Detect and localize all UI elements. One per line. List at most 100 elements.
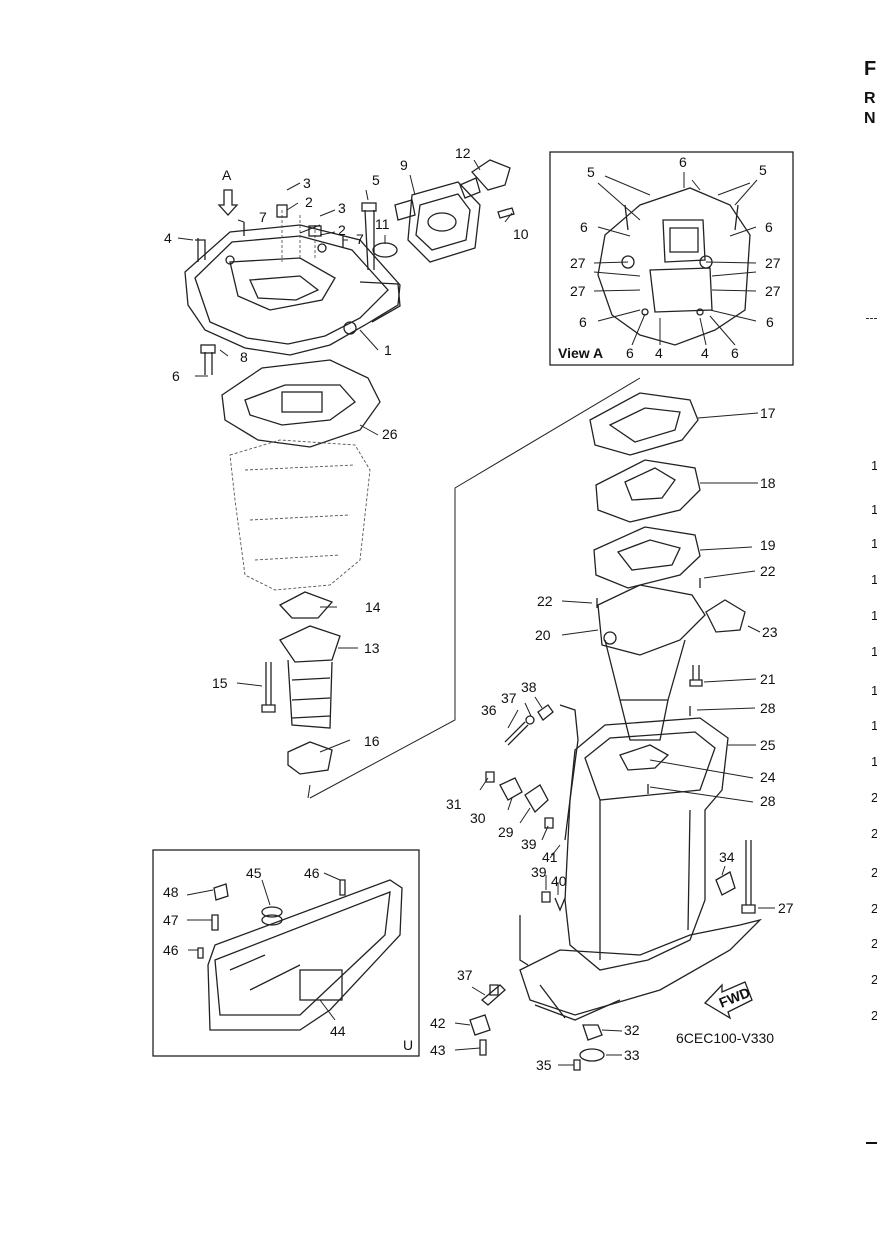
callout-30: 30 [470,810,486,826]
view-a-callout-6-bottom-left: 6 [626,345,634,361]
callout-38: 38 [521,679,537,695]
callout-25: 25 [760,737,776,753]
callout-16: 16 [364,733,380,749]
callout-48: 48 [163,884,179,900]
section-arrow-label: A [222,167,232,183]
callout-41: 41 [542,849,558,865]
edge-rule [866,318,877,319]
callout-23: 23 [762,624,778,640]
small-hardware-parts [485,704,579,966]
view-a-callout-6-bottom-right: 6 [731,345,739,361]
edge-number: 2 [871,790,877,805]
plate-18 [595,459,701,523]
view-a-callout-27-d: 27 [765,283,781,299]
callout-17: 17 [760,405,776,421]
callout-37: 37 [501,690,517,706]
view-a-callout-4-left: 4 [655,345,663,361]
edge-number: 1 [871,644,877,659]
gasket-part [221,359,381,448]
callout-40: 40 [551,873,567,889]
edge-number: 1 [871,536,877,551]
callout-44: 44 [330,1023,346,1039]
callout-24: 24 [760,769,776,785]
lower-casing-25 [519,717,763,1021]
callout-4: 4 [164,230,172,246]
callout-15: 15 [212,675,228,691]
callout-46b: 46 [163,942,179,958]
edge-heading-r: R [864,90,876,107]
plate-19 [593,526,701,589]
view-a-callout-27-a: 27 [570,255,586,271]
callout-33: 33 [624,1047,640,1063]
callout-32: 32 [624,1022,640,1038]
edge-number: 1 [871,683,877,698]
exhaust-pipe-part [279,625,341,729]
lower-hardware-parts [469,984,506,1056]
callout-12: 12 [455,145,471,161]
edge-heading-f: F [864,58,877,80]
callout-31: 31 [446,796,462,812]
edge-number: 2 [871,901,877,916]
bolt-parts [195,202,515,375]
o-ring-part [372,242,398,258]
callout-21: 21 [760,671,776,687]
view-a-callout-6-right: 6 [765,219,773,235]
callout-27: 27 [778,900,794,916]
callout-35: 35 [536,1057,552,1073]
callout-46: 46 [304,865,320,881]
plate-gasket-17 [589,392,699,456]
callout-28: 28 [760,700,776,716]
diagram-code: 6CEC100-V330 [676,1030,774,1046]
view-a-callout-5-right: 5 [759,162,767,178]
callout-26: 26 [382,426,398,442]
callout-7b: 7 [356,231,364,247]
seal-part [287,741,333,775]
callout-45: 45 [246,865,262,881]
callout-14: 14 [365,599,381,615]
view-a-callout-6-lower-left: 6 [579,314,587,330]
view-u-inset: U [152,849,420,1057]
small-gasket-part [278,591,334,619]
callout-2: 2 [305,194,313,210]
callout-22b: 22 [537,593,553,609]
cap-part [459,159,511,199]
callout-37b: 37 [457,967,473,983]
edge-number: 1 [871,608,877,623]
leader-lines [177,159,775,1066]
edge-number: 1 [871,754,877,769]
callout-3: 3 [303,175,311,191]
callout-22: 22 [760,563,776,579]
group-connector [307,377,641,799]
exhaust-guide-20 [597,584,706,741]
edge-number: 2 [871,1008,877,1023]
callout-7: 7 [259,209,267,225]
clip-34 [715,871,736,896]
callout-2b: 2 [338,222,346,238]
callout-9: 9 [400,157,408,173]
edge-number: 1 [871,502,877,517]
view-a-title: View A [558,345,603,361]
callout-1: 1 [384,342,392,358]
callout-18: 18 [760,475,776,491]
view-a-inset: View A [549,151,794,366]
callout-39b: 39 [531,864,547,880]
callout-5: 5 [372,172,380,188]
callout-labels: 1 2 2 3 3 4 5 6 7 7 8 9 10 11 12 13 14 1… [163,145,794,1073]
edge-number: 1 [871,572,877,587]
callout-10: 10 [513,226,529,242]
callout-34: 34 [719,849,735,865]
section-arrow: A [217,167,239,216]
callout-8: 8 [240,349,248,365]
view-a-callout-27-c: 27 [570,283,586,299]
callout-19: 19 [760,537,776,553]
bolt-21 [689,665,703,687]
callout-13: 13 [364,640,380,656]
callout-43: 43 [430,1042,446,1058]
silencer-box-part [394,181,481,263]
view-a-callout-27-b: 27 [765,255,781,271]
callout-11: 11 [375,216,390,232]
fwd-arrow: FWD [703,981,753,1020]
callout-39: 39 [521,836,537,852]
view-u-label: U [403,1037,413,1053]
callout-28b: 28 [760,793,776,809]
